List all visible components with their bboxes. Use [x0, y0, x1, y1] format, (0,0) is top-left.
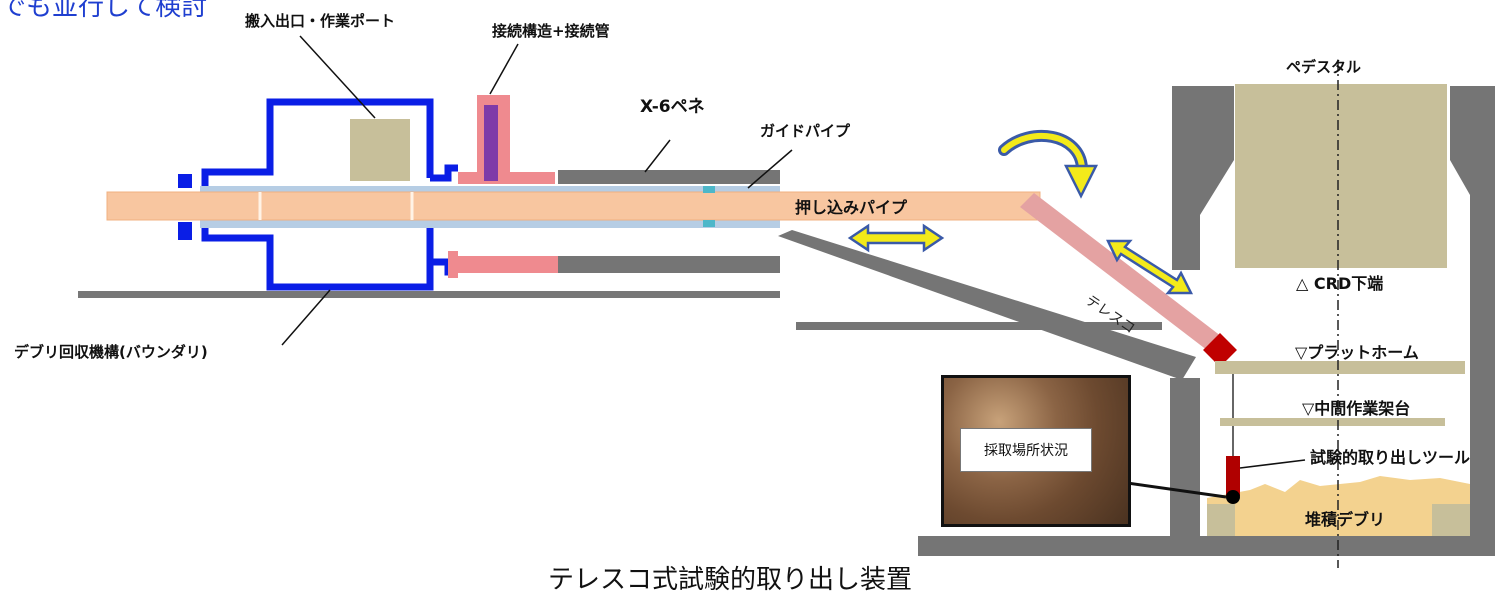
x6-penetration-top: [558, 170, 780, 184]
rotation-arrow: [998, 129, 1099, 199]
pedestal-structure: [918, 84, 1495, 556]
boundary-flange-bottom: [178, 222, 192, 240]
page-heading: でも並行して検討: [0, 0, 208, 22]
floor-line: [78, 291, 780, 298]
boundary-flange-top: [178, 174, 192, 188]
sampling-tool: [1226, 456, 1240, 496]
connection-structure: [448, 95, 560, 278]
platform: [1215, 361, 1465, 374]
x6-penetration-bottom: [558, 256, 780, 273]
horizontal-double-arrow: [847, 223, 945, 253]
crd-bottom-label: △ CRD下端: [1296, 274, 1384, 293]
device-diagram: [78, 35, 1495, 568]
telescope-double-arrow: [1106, 239, 1194, 295]
connection-label: 接続構造+接続管: [492, 22, 610, 40]
deposited-debris-label: 堆積デブリ: [1305, 510, 1386, 529]
telescope-arm: [1020, 193, 1230, 357]
x6-penetration-label: X-6ペネ: [640, 97, 705, 117]
carry-port-box: [350, 119, 410, 181]
carry-port-label: 搬入出口・作業ポート: [245, 12, 396, 30]
telescope-head: [1203, 333, 1237, 367]
recovery-mechanism-boundary: [201, 98, 458, 291]
guide-pipe-label: ガイドパイプ: [760, 122, 851, 140]
sampling-tool-tip: [1226, 490, 1240, 504]
recovery-mechanism-label: デブリ回収機構(バウンダリ): [14, 343, 208, 361]
figure-caption: テレスコ式試験的取り出し装置: [548, 565, 913, 595]
inclined-rail: [778, 230, 1196, 380]
lower-rail: [796, 322, 1162, 330]
platform-label: ▽プラットホーム: [1295, 343, 1419, 362]
push-pipe: [106, 191, 1041, 221]
sampling-site-label: 採取場所状況: [960, 428, 1092, 472]
push-pipe-label: 押し込みパイプ: [795, 198, 908, 217]
sampling-tool-label: 試験的取り出しツール: [1310, 448, 1471, 467]
intermediate-frame-label: ▽中間作業架台: [1302, 399, 1411, 418]
intermediate-frame: [1220, 418, 1445, 426]
pedestal-label: ペデスタル: [1286, 58, 1362, 76]
